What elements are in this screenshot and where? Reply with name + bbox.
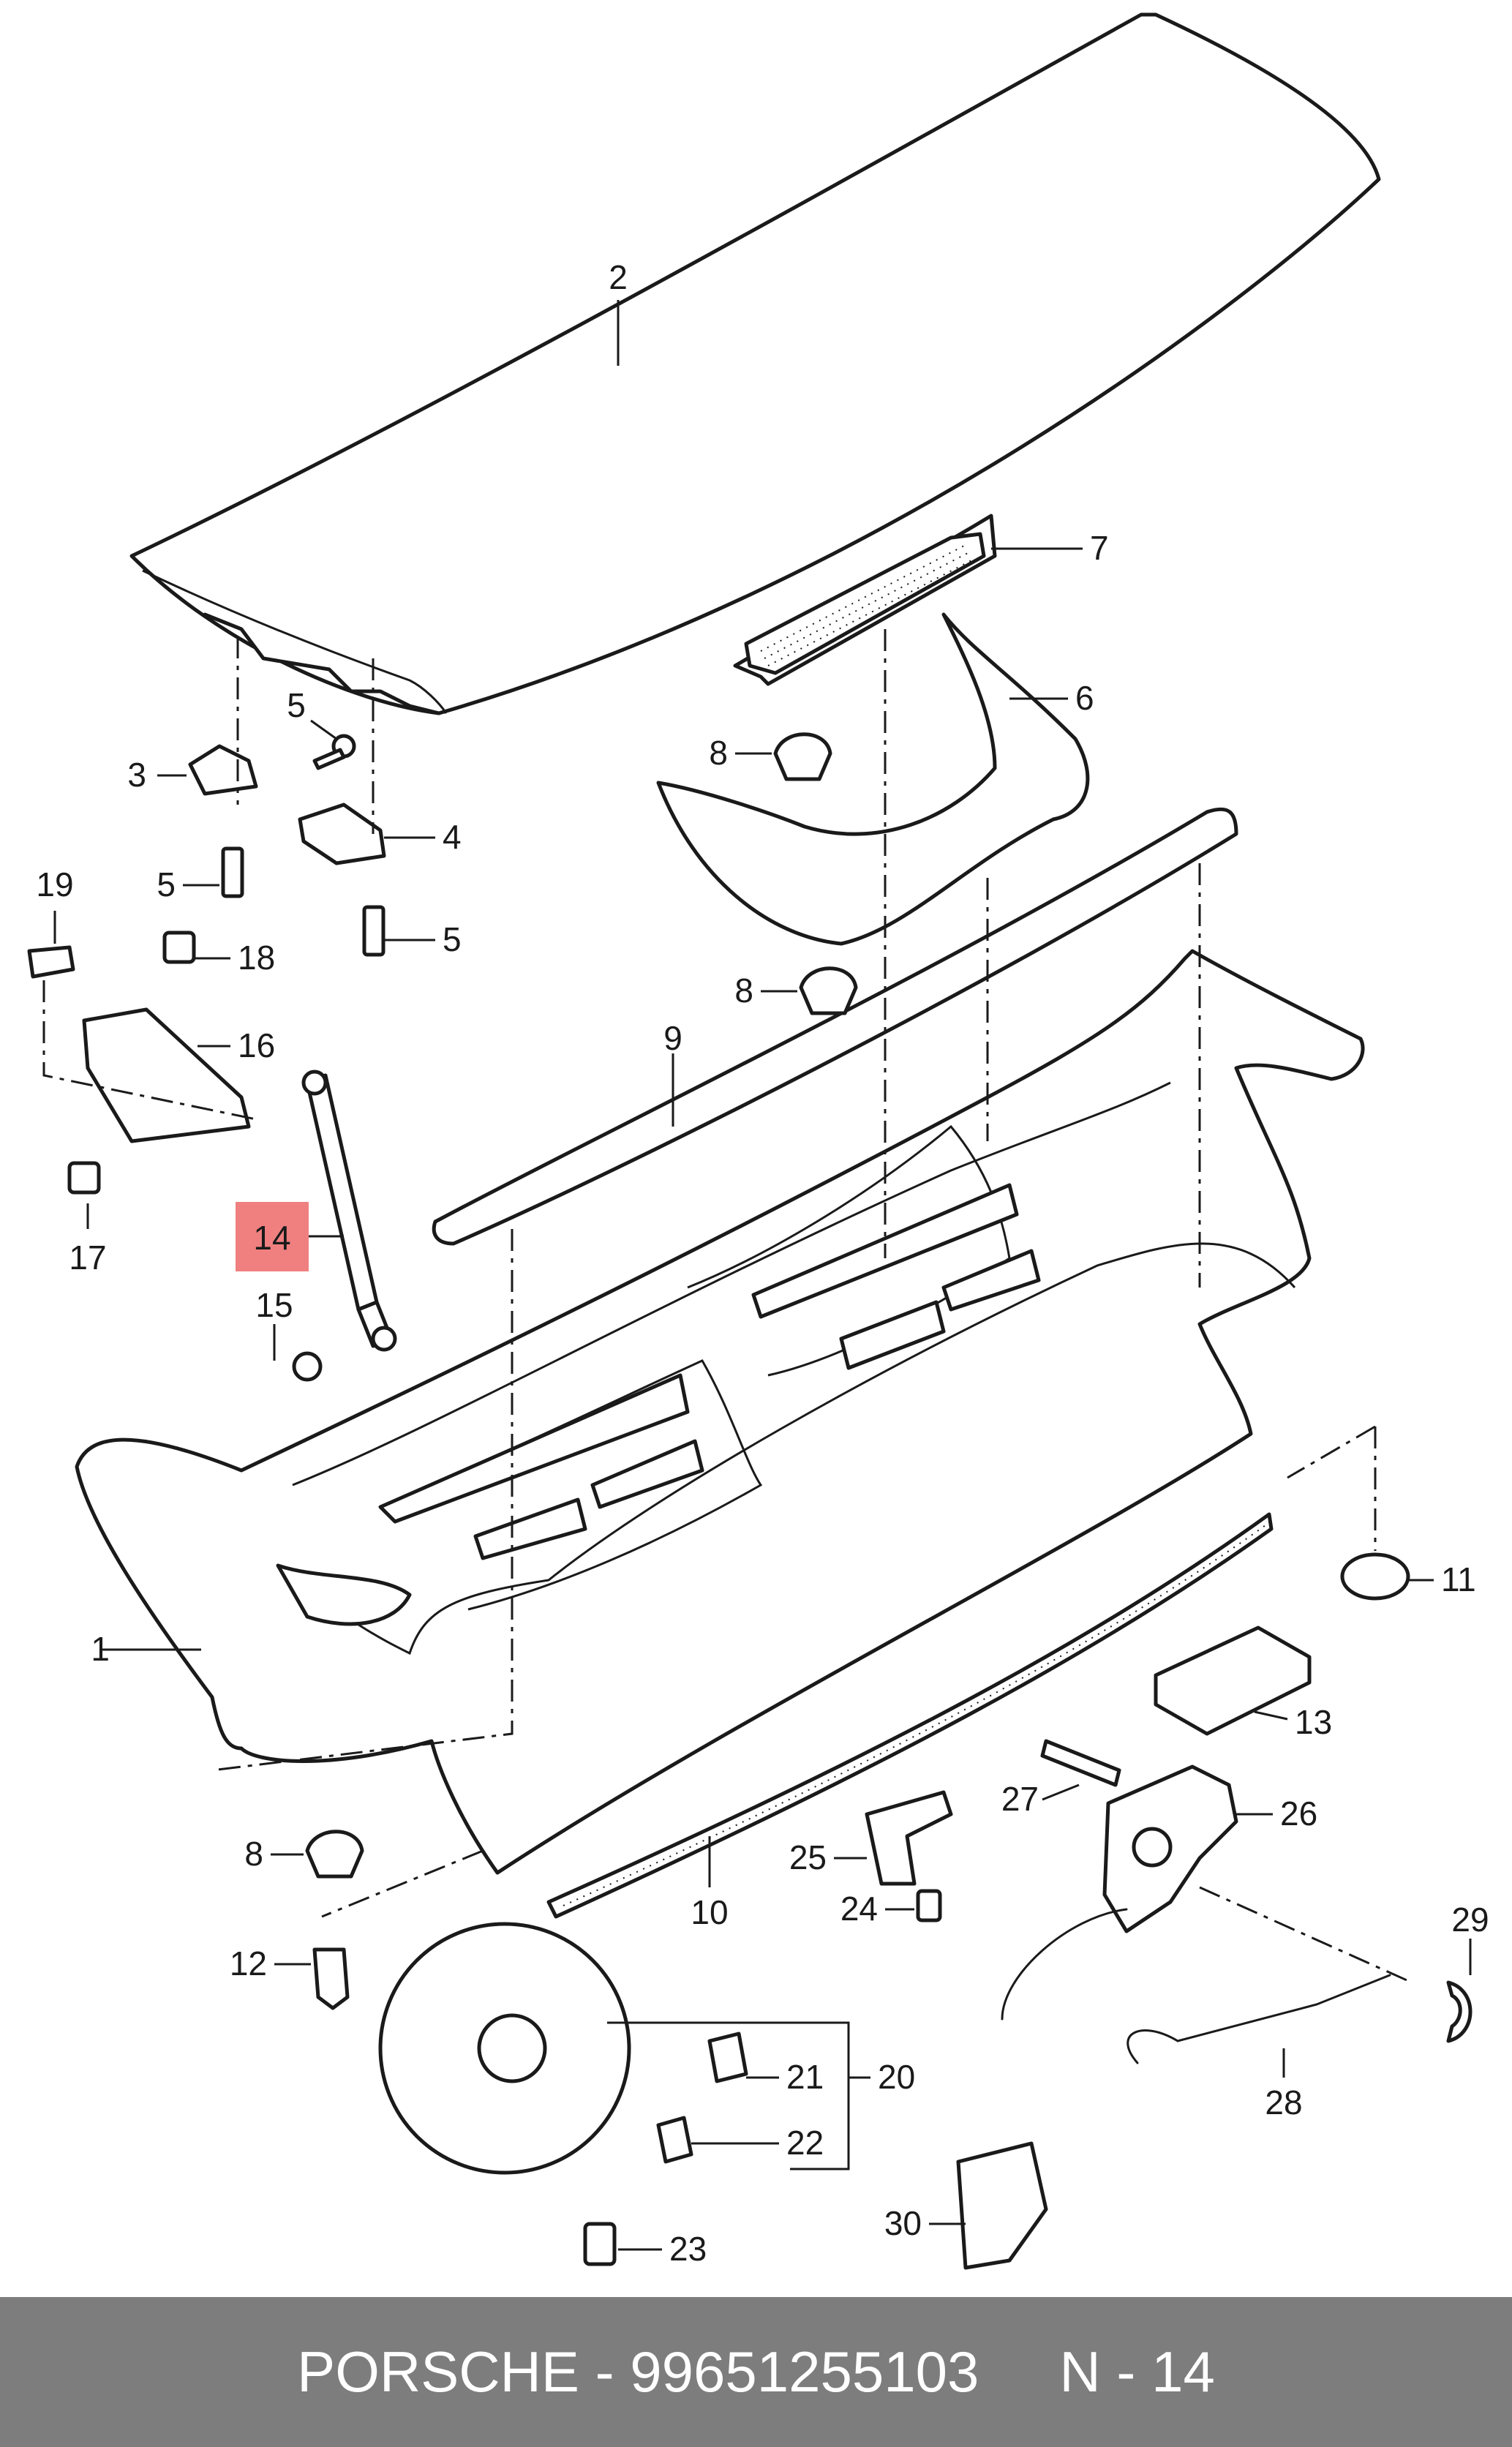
callout-3: 3 — [127, 756, 146, 794]
callout-13: 13 — [1295, 1703, 1332, 1741]
bolt-5-left — [221, 846, 244, 898]
callout-2: 2 — [609, 258, 628, 296]
clip-12 — [312, 1947, 350, 2010]
callout-17: 17 — [69, 1238, 106, 1277]
screw-23 — [583, 2222, 617, 2266]
callout-10: 10 — [691, 1893, 728, 1931]
footer-separator: - — [595, 2339, 614, 2404]
callout-22: 22 — [786, 2124, 824, 2162]
callout-9: 9 — [663, 1019, 682, 1057]
callout-20: 20 — [878, 2058, 915, 2096]
seal-strip — [546, 1512, 1274, 1919]
clip-8-upper — [773, 732, 832, 781]
trim-strip — [432, 807, 1238, 1246]
exploded-parts-diagram: 1 2 3 4 5 5 5 6 7 8 8 8 9 10 11 12 13 14… — [27, 12, 1489, 2270]
callout-24: 24 — [840, 1890, 878, 1928]
callout-16: 16 — [238, 1026, 275, 1064]
callout-25: 25 — [789, 1838, 827, 1876]
callout-19: 19 — [36, 865, 73, 903]
cap-19 — [27, 945, 75, 979]
switch-30 — [956, 2141, 1048, 2270]
hinge-bracket-3 — [188, 744, 258, 796]
leader-27 — [1042, 1783, 1080, 1801]
seal-frame-13 — [1154, 1625, 1312, 1736]
lock-26-hole — [1132, 1827, 1173, 1868]
assembly-line-i — [1199, 1886, 1413, 1984]
callout-12: 12 — [230, 1944, 267, 1982]
bushing-21 — [707, 2031, 748, 2083]
bracket-25 — [865, 1790, 953, 1886]
callout-5a: 5 — [287, 686, 306, 724]
callout-5b: 5 — [157, 865, 176, 903]
footer-separator-space — [579, 2339, 595, 2405]
assembly-line-h — [321, 1849, 484, 1918]
callout-23: 23 — [669, 2230, 707, 2268]
footer-part-number: 99651255103 — [630, 2339, 979, 2404]
assembly-line-c — [211, 1229, 514, 1772]
bushing-22 — [656, 2116, 693, 2164]
fan-hub — [477, 2013, 547, 2083]
callout-1: 1 — [91, 1630, 110, 1668]
bolt-27 — [1040, 1739, 1121, 1787]
leader-13 — [1254, 1710, 1288, 1721]
callout-18: 18 — [238, 939, 275, 977]
footer-brand: PORSCHE — [297, 2339, 579, 2404]
cable-28 — [1127, 1974, 1391, 2064]
callout-8b: 8 — [734, 971, 753, 1010]
ball-stud-15 — [292, 1351, 323, 1382]
footer-ref: N - 14 — [1059, 2339, 1215, 2404]
callout-5c: 5 — [443, 920, 462, 958]
callout-11: 11 — [1441, 1560, 1476, 1598]
air-intake-panel — [656, 612, 1090, 946]
callout-7: 7 — [1090, 529, 1109, 567]
honeycomb-grille — [733, 514, 997, 686]
callout-14: 14 — [253, 1219, 290, 1257]
plug-11 — [1340, 1552, 1410, 1601]
cable-lock — [1001, 1908, 1128, 2021]
callout-28: 28 — [1265, 2083, 1302, 2121]
highlight-box-14 — [236, 1202, 309, 1271]
callout-26: 26 — [1280, 1794, 1317, 1833]
clip-8-middle — [799, 966, 858, 1015]
gas-strut — [301, 1070, 397, 1352]
callout-4: 4 — [443, 818, 462, 856]
callout-27: 27 — [1001, 1780, 1039, 1818]
bolt-17 — [67, 1161, 101, 1195]
upper-spoiler-wing — [129, 12, 1381, 715]
footer-space — [614, 2339, 631, 2405]
screw-24 — [916, 1889, 942, 1922]
clip-29 — [1446, 1980, 1472, 2043]
assembly-line-j — [42, 980, 257, 1121]
hinge-bracket-4 — [298, 802, 386, 865]
clip-8-lower — [305, 1830, 364, 1879]
leader-20 — [607, 2021, 870, 2170]
callout-8a: 8 — [709, 734, 728, 772]
footer-bar: PORSCHE - 99651255103 N - 14 — [0, 2297, 1512, 2447]
bolt-5-upper-shank — [312, 748, 346, 770]
callout-6: 6 — [1075, 679, 1094, 717]
assembly-line-g — [1287, 1425, 1377, 1551]
callout-8c: 8 — [244, 1835, 263, 1873]
callout-29: 29 — [1451, 1901, 1489, 1939]
decklid-body — [75, 949, 1365, 1875]
bolt-5-right — [362, 905, 385, 957]
callout-30: 30 — [884, 2204, 922, 2242]
bracket-16 — [82, 1007, 251, 1143]
leader-5a — [310, 719, 337, 740]
callout-21: 21 — [786, 2058, 824, 2096]
bolt-18 — [162, 931, 196, 964]
callout-15: 15 — [255, 1286, 293, 1324]
